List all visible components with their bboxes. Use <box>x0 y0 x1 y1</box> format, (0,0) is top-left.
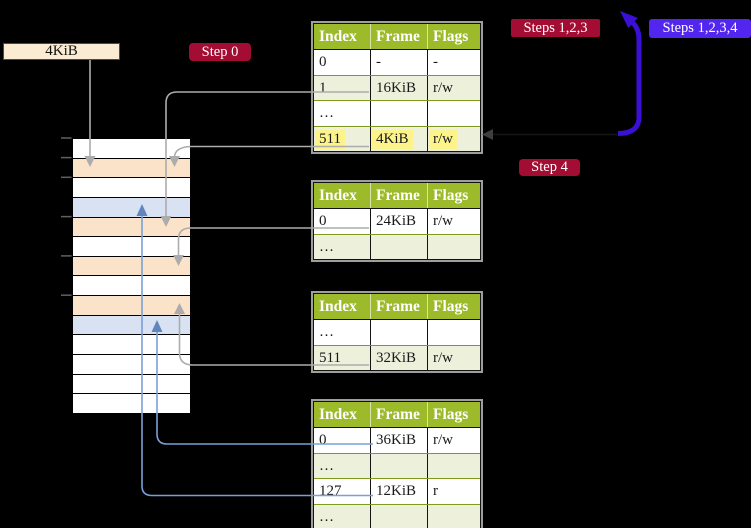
table-header-row: Index Frame Flags <box>314 294 480 320</box>
header-index: Index <box>319 28 357 45</box>
flags-cell <box>427 453 480 478</box>
index-cell: … <box>319 457 334 474</box>
flags-cell <box>427 234 480 259</box>
table-header-row: Index Frame Flags <box>314 402 480 428</box>
page-table-4: Index Frame Flags 0 36KiB r/w … 127 12Ki… <box>311 399 483 528</box>
memory-row-orange <box>73 157 190 178</box>
flags-cell: - <box>427 50 480 75</box>
badge-step-4: Step 4 <box>519 159 580 176</box>
table-row: 511 32KiB r/w <box>314 344 480 370</box>
index-cell: 1 <box>319 79 327 96</box>
frame-cell: 16KiB <box>370 75 427 100</box>
header-flags: Flags <box>427 402 480 427</box>
frame-cell <box>370 320 427 345</box>
header-flags: Flags <box>427 294 480 319</box>
header-flags: Flags <box>427 24 480 49</box>
thick-blue-arrow <box>617 11 642 136</box>
frame-size-box: 4KiB <box>3 43 120 60</box>
table-row: … <box>314 100 480 126</box>
left-arrowhead <box>482 129 493 140</box>
flags-cell: r/w <box>427 428 480 453</box>
table-row: 1 16KiB r/w <box>314 74 480 100</box>
index-cell: … <box>319 508 334 525</box>
flags-cell: r/w <box>427 75 480 100</box>
frame-cell <box>370 504 427 528</box>
frame-cell <box>370 453 427 478</box>
memory-row-white <box>73 393 190 413</box>
memory-tick-marks <box>61 137 72 296</box>
table-header-row: Index Frame Flags <box>314 183 480 209</box>
memory-row-blue <box>73 314 190 335</box>
badge-steps-1-2-3: Steps 1,2,3 <box>511 19 600 37</box>
index-cell: 511 <box>314 127 370 152</box>
memory-row-orange <box>73 295 190 315</box>
table-row: 0 - - <box>314 50 480 75</box>
page-table-1: Index Frame Flags 0 - - 1 16KiB r/w … 51… <box>311 21 483 154</box>
index-cell: … <box>319 324 334 340</box>
frame-cell <box>370 234 427 259</box>
table-row: … <box>314 503 480 528</box>
badge-step-0: Step 0 <box>189 43 251 61</box>
table-row: … <box>314 320 480 345</box>
memory-row-white <box>73 236 190 256</box>
frame-cell: 32KiB <box>370 345 427 370</box>
page-table-2: Index Frame Flags 0 24KiB r/w … <box>311 180 483 262</box>
flags-cell <box>427 504 480 528</box>
memory-row-white <box>73 177 190 197</box>
frame-size-label: 4KiB <box>45 43 78 59</box>
header-frame: Frame <box>370 294 427 319</box>
table-row: 0 36KiB r/w <box>314 428 480 453</box>
table-header-row: Index Frame Flags <box>314 24 480 50</box>
up-arrowhead <box>620 11 638 29</box>
index-cell: … <box>319 238 334 255</box>
header-frame: Frame <box>370 402 427 427</box>
memory-row-orange <box>73 216 190 237</box>
header-frame: Frame <box>370 183 427 208</box>
memory-row-orange <box>73 255 190 276</box>
index-cell: 0 <box>319 54 327 70</box>
flags-cell: r/w <box>427 126 480 151</box>
index-cell: … <box>319 105 334 121</box>
flags-cell: r <box>427 479 480 504</box>
frame-cell <box>370 101 427 126</box>
frame-cell: 4KiB <box>370 126 427 151</box>
flags-cell: r/w <box>427 209 480 234</box>
table-row: … <box>314 233 480 259</box>
table-row: 0 24KiB r/w <box>314 209 480 234</box>
header-frame: Frame <box>370 24 427 49</box>
table-row: … <box>314 452 480 478</box>
index-cell: 0 <box>319 213 327 229</box>
flags-cell: r/w <box>427 345 480 370</box>
header-index: Index <box>319 406 357 423</box>
header-index: Index <box>319 187 357 204</box>
memory-row-blue <box>73 196 190 217</box>
frame-cell: 24KiB <box>370 209 427 234</box>
memory-row-white <box>73 275 190 296</box>
memory-row-white <box>73 334 190 355</box>
memory-row-white <box>73 373 190 394</box>
frame-cell: 12KiB <box>370 479 427 504</box>
index-cell: 0 <box>319 432 327 448</box>
index-cell: 127 <box>319 483 342 499</box>
header-index: Index <box>319 298 357 315</box>
header-flags: Flags <box>427 183 480 208</box>
memory-column <box>72 138 191 414</box>
index-cell: 511 <box>319 349 341 366</box>
memory-row-white <box>73 139 190 158</box>
frame-cell: - <box>370 50 427 75</box>
table-row-highlighted: 511 4KiB r/w <box>314 125 480 152</box>
dark-connector <box>482 129 617 140</box>
page-table-3: Index Frame Flags … 511 32KiB r/w <box>311 291 483 373</box>
badge-steps-1-2-3-4: Steps 1,2,3,4 <box>649 19 751 38</box>
frame-cell: 36KiB <box>370 428 427 453</box>
flags-cell <box>427 320 480 345</box>
table-row: 127 12KiB r <box>314 478 480 504</box>
flags-cell <box>427 101 480 126</box>
memory-row-white <box>73 354 190 374</box>
